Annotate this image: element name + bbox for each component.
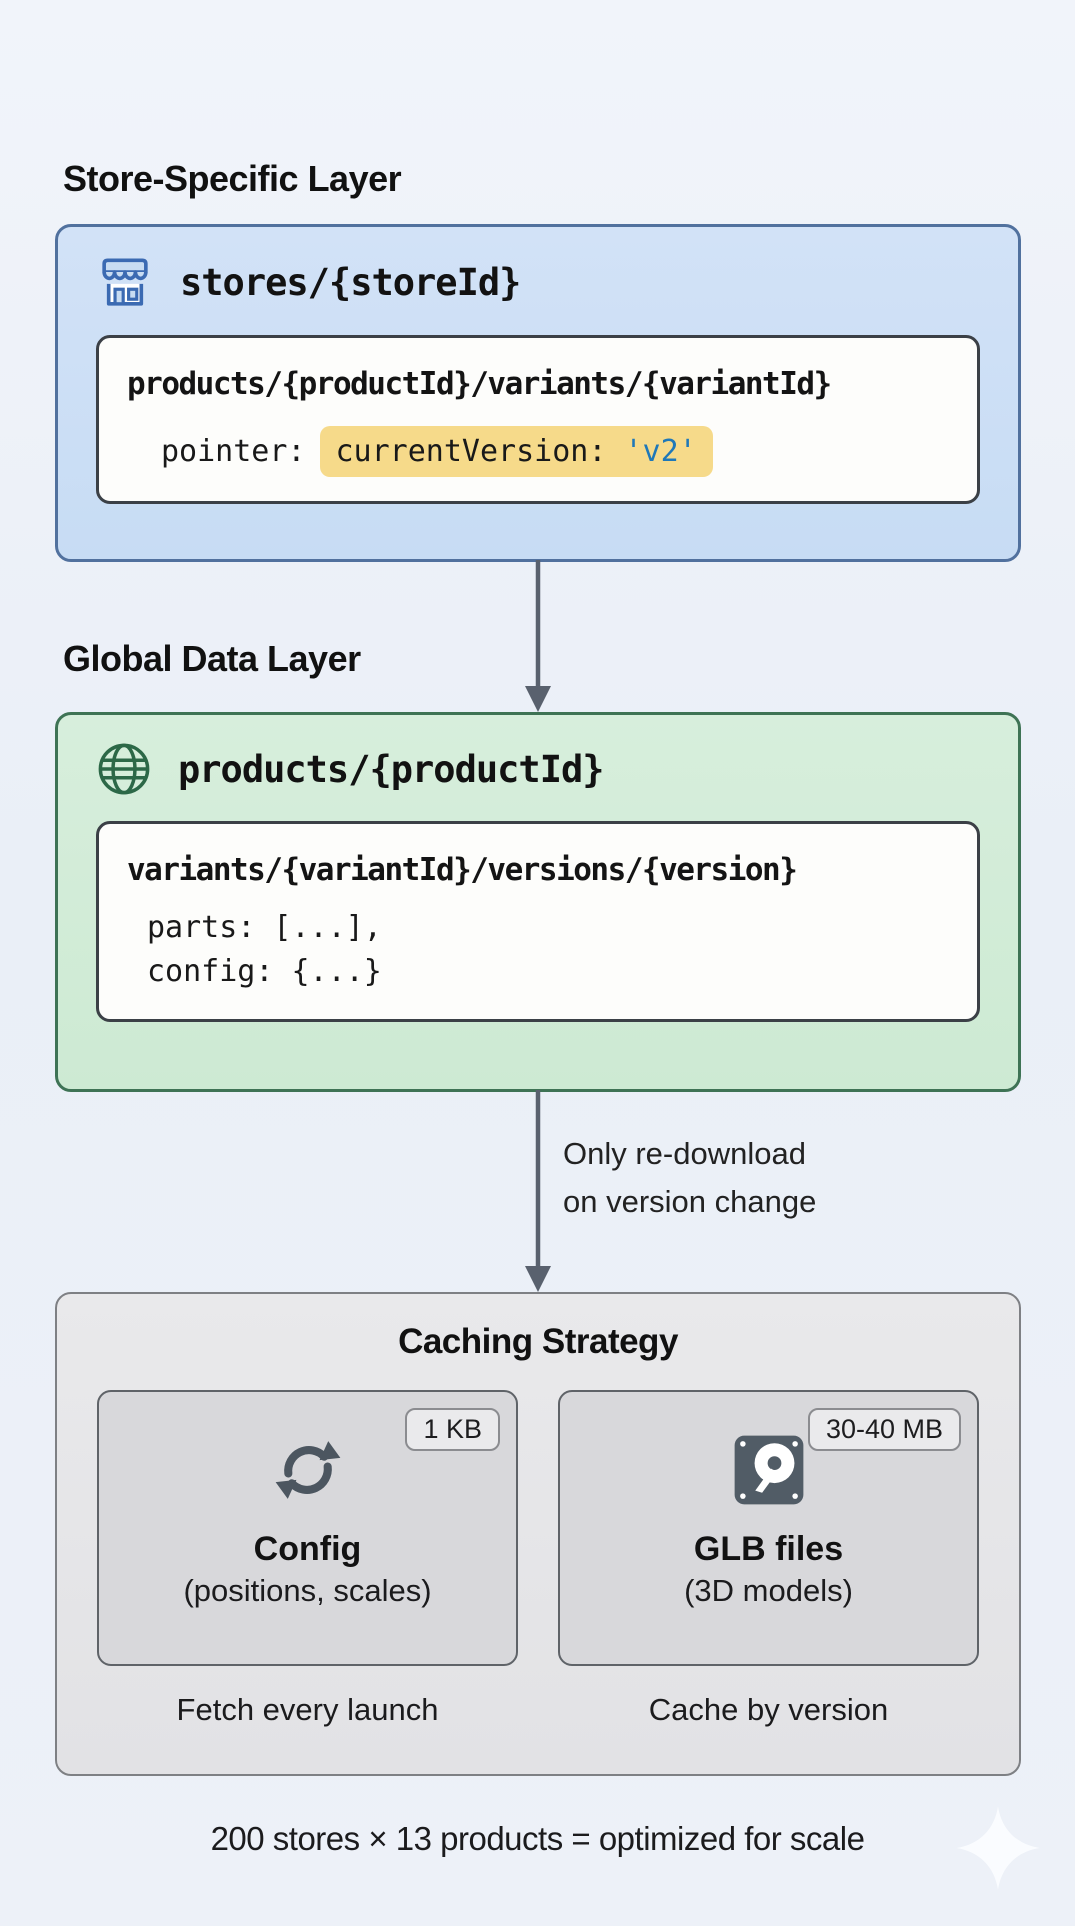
chip-key: currentVersion: — [335, 434, 625, 469]
arrow-down-icon — [521, 560, 555, 712]
global-layer-path-title: products/{productId} — [178, 747, 605, 791]
store-doc-path: products/{productId}/variants/{variantId… — [127, 366, 832, 402]
glb-card-name: GLB files — [693, 1530, 844, 1568]
store-layer-header: stores/{storeId} — [96, 253, 980, 311]
global-code-block: parts: [...], config: {...} — [127, 906, 949, 995]
config-footnote: Fetch every launch — [176, 1692, 439, 1727]
globe-icon — [96, 741, 152, 797]
store-layer-heading: Store-Specific Layer — [63, 158, 402, 199]
store-doc-box: products/{productId}/variants/{variantId… — [96, 335, 980, 504]
glb-footnote: Cache by version — [648, 1692, 889, 1727]
sparkle-icon — [952, 1802, 1044, 1894]
store-layer-path-title: stores/{storeId} — [180, 260, 521, 304]
global-doc-box: variants/{variantId}/versions/{version} … — [96, 821, 980, 1022]
store-pointer-line: pointer: currentVersion: 'v2' — [127, 426, 949, 477]
hard-drive-icon — [725, 1422, 813, 1518]
glb-card-detail: (3D models) — [684, 1573, 853, 1608]
current-version-chip: currentVersion: 'v2' — [319, 426, 713, 477]
caching-strategy-title: Caching Strategy — [398, 1322, 678, 1361]
global-layer-heading: Global Data Layer — [63, 638, 361, 679]
scale-summary-text: 200 stores × 13 products = optimized for… — [210, 1820, 865, 1857]
cache-cards-row: 1 KB Config (positions, scales) 30-40 MB — [97, 1390, 979, 1666]
config-card-name: Config — [253, 1530, 362, 1568]
glb-size-badge: 30-40 MB — [807, 1408, 961, 1451]
global-layer-header: products/{productId} — [96, 741, 980, 797]
pointer-label: pointer: — [161, 434, 306, 469]
global-doc-path: variants/{variantId}/versions/{version} — [127, 852, 798, 888]
glb-card: 30-40 MB GLB files (3D models) — [558, 1390, 979, 1666]
sync-icon — [271, 1422, 345, 1518]
cache-footnotes-row: Fetch every launch Cache by version — [97, 1692, 979, 1728]
arrow-down-icon — [521, 1090, 555, 1292]
storefront-icon — [96, 253, 154, 311]
global-layer-box: products/{productId} variants/{variantId… — [55, 712, 1021, 1092]
chip-value: 'v2' — [624, 434, 697, 469]
code-line-config: config: {...} — [147, 954, 382, 990]
config-size-badge: 1 KB — [405, 1408, 500, 1451]
store-layer-box: stores/{storeId} products/{productId}/va… — [55, 224, 1021, 562]
arrow-annotation-line1: Only re-download — [563, 1136, 806, 1171]
arrow-annotation: Only re-download on version change — [563, 1130, 816, 1226]
config-card-detail: (positions, scales) — [183, 1573, 432, 1608]
code-line-parts: parts: [...], — [147, 910, 382, 945]
caching-strategy-box: Caching Strategy 1 KB Config (positions,… — [55, 1292, 1021, 1776]
config-card: 1 KB Config (positions, scales) — [97, 1390, 518, 1666]
arrow-annotation-line2: on version change — [563, 1184, 817, 1220]
